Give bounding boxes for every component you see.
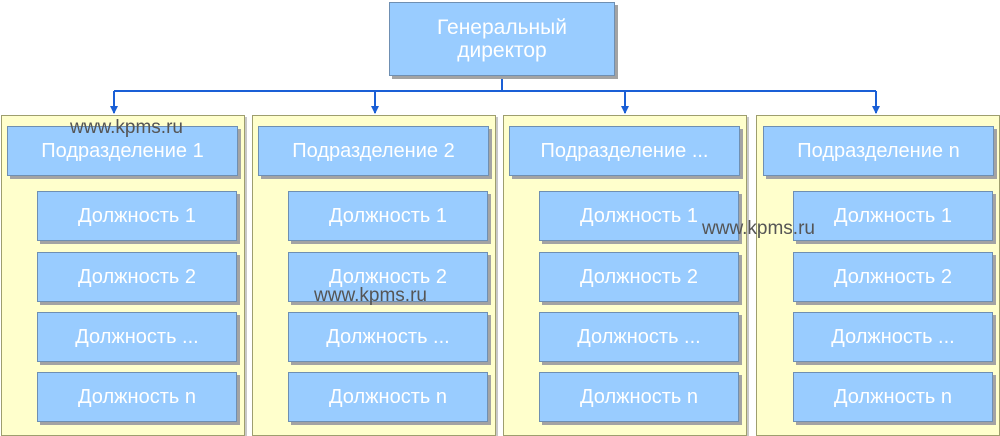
position-box[interactable]: Должность ... bbox=[539, 312, 739, 362]
department-name: Подразделение ... bbox=[540, 139, 709, 162]
position-box[interactable]: Должность 1 bbox=[539, 191, 739, 241]
position-box[interactable]: Должность n bbox=[539, 372, 739, 422]
position-box[interactable]: Должность 2 bbox=[288, 252, 488, 302]
position-label: Должность 1 bbox=[329, 204, 447, 227]
position-box[interactable]: Должность n bbox=[288, 372, 488, 422]
position-box[interactable]: Должность 1 bbox=[793, 191, 993, 241]
position-box[interactable]: Должность ... bbox=[37, 312, 237, 362]
department-box-2[interactable]: Подразделение 2 bbox=[258, 126, 489, 176]
position-label: Должность ... bbox=[75, 325, 199, 348]
position-label: Должность ... bbox=[577, 325, 701, 348]
ceo-title: Генеральный директор bbox=[437, 16, 567, 62]
position-label: Должность ... bbox=[831, 325, 955, 348]
ceo-box[interactable]: Генеральный директор bbox=[389, 2, 615, 76]
position-box[interactable]: Должность n bbox=[37, 372, 237, 422]
department-name: Подразделение 2 bbox=[292, 139, 455, 162]
position-box[interactable]: Должность 1 bbox=[37, 191, 237, 241]
position-label: Должность 1 bbox=[78, 204, 196, 227]
position-box[interactable]: Должность 2 bbox=[37, 252, 237, 302]
department-box-3[interactable]: Подразделение ... bbox=[509, 126, 740, 176]
position-box[interactable]: Должность n bbox=[793, 372, 993, 422]
position-label: Должность 2 bbox=[329, 265, 447, 288]
position-label: Должность 1 bbox=[834, 204, 952, 227]
position-box[interactable]: Должность 1 bbox=[288, 191, 488, 241]
department-box-4[interactable]: Подразделение n bbox=[763, 126, 994, 176]
position-label: Должность 2 bbox=[78, 265, 196, 288]
position-box[interactable]: Должность ... bbox=[793, 312, 993, 362]
position-label: Должность 1 bbox=[580, 204, 698, 227]
position-box[interactable]: Должность 2 bbox=[793, 252, 993, 302]
position-label: Должность 2 bbox=[834, 265, 952, 288]
position-label: Должность n bbox=[78, 385, 196, 408]
position-label: Должность n bbox=[329, 385, 447, 408]
position-label: Должность n bbox=[834, 385, 952, 408]
position-label: Должность n bbox=[580, 385, 698, 408]
position-box[interactable]: Должность 2 bbox=[539, 252, 739, 302]
position-label: Должность ... bbox=[326, 325, 450, 348]
department-name: Подразделение 1 bbox=[41, 139, 204, 162]
department-box-1[interactable]: Подразделение 1 bbox=[7, 126, 238, 176]
position-box[interactable]: Должность ... bbox=[288, 312, 488, 362]
department-name: Подразделение n bbox=[797, 139, 960, 162]
position-label: Должность 2 bbox=[580, 265, 698, 288]
